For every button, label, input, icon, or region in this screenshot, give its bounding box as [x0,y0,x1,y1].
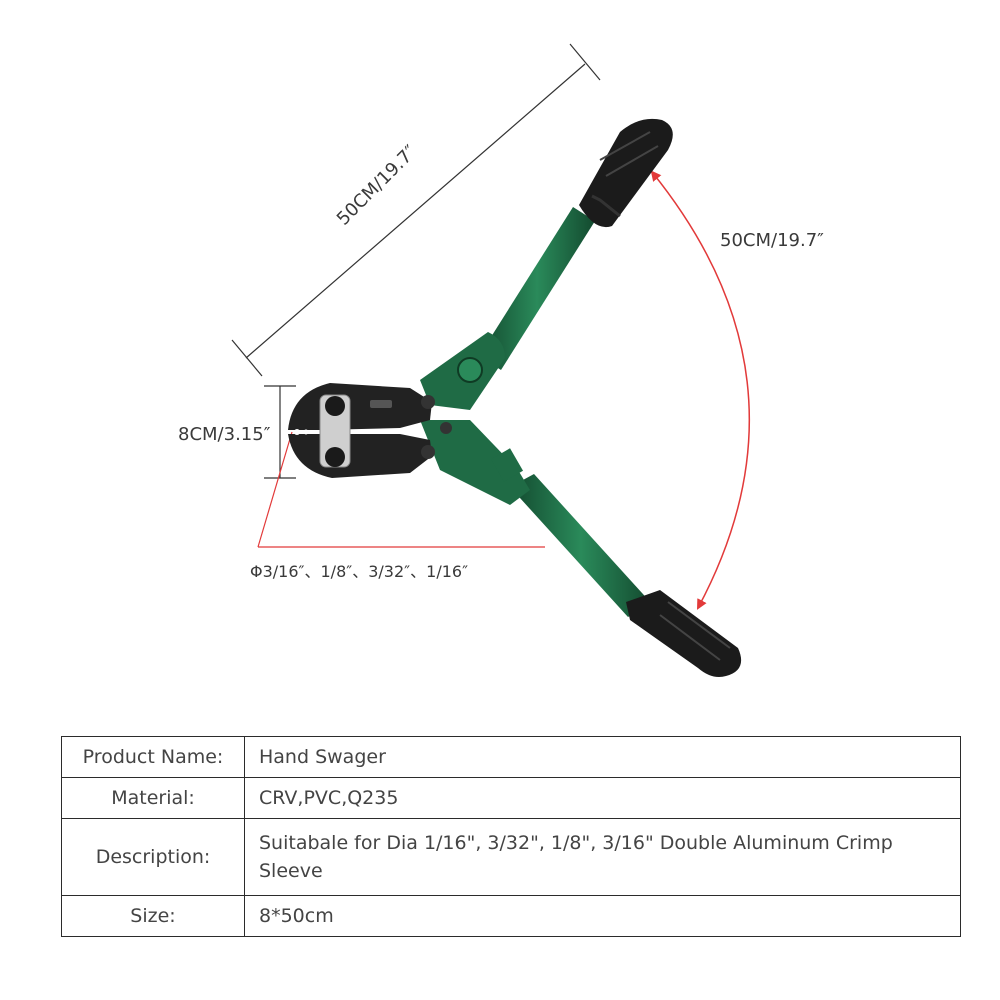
spec-table: Product Name: Hand Swager Material: CRV,… [61,736,961,937]
spec-row-material: Material: CRV,PVC,Q235 [61,777,961,819]
jaw-height-dimension-line [264,385,296,479]
spec-row-size: Size: 8*50cm [61,895,961,937]
spec-key: Material: [61,777,245,819]
spec-value: Hand Swager [244,736,961,778]
spec-row-product-name: Product Name: Hand Swager [61,736,961,778]
opening-arc-arrow [650,170,751,610]
length-dimension-line [231,43,601,377]
diameter-label: Φ3/16″、1/8″、3/32″、1/16″ [250,562,469,581]
swager-head [288,332,530,505]
diameter-pointer [257,431,545,548]
spec-value: 8*50cm [244,895,961,937]
hand-swager-illustration [231,43,751,677]
lower-handle [510,474,742,677]
spec-value: CRV,PVC,Q235 [244,777,961,819]
spec-value: Suitabale for Dia 1/16", 3/32", 1/8", 3/… [244,818,961,896]
spec-key: Product Name: [61,736,245,778]
spec-row-description: Description: Suitabale for Dia 1/16", 3/… [61,818,961,896]
jaw-height-label: 8CM/3.15″ [178,424,271,445]
spec-key: Size: [61,895,245,937]
upper-handle [479,118,673,370]
opening-label: 50CM/19.7″ [720,230,824,251]
spec-key: Description: [61,818,245,896]
